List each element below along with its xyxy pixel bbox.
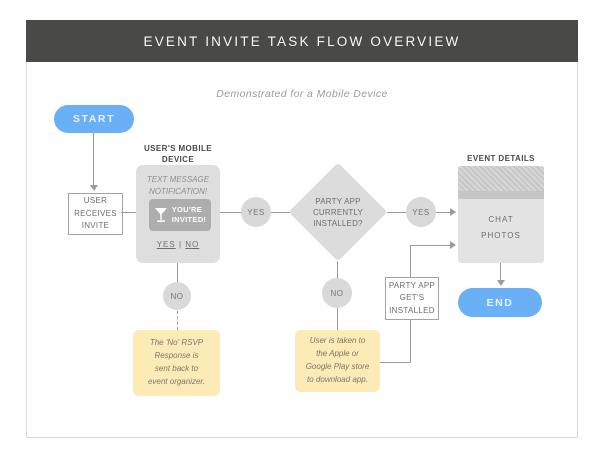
connector-start-to-invite xyxy=(93,133,94,186)
no-circle-right-label: NO xyxy=(330,288,344,298)
no-choice: NO xyxy=(185,240,200,249)
yes-circle-right: YES xyxy=(406,197,436,227)
yes-no-choice-row: YES | NO xyxy=(136,240,220,249)
yes-circle-left: YES xyxy=(241,197,271,227)
text-message-notification-label: TEXT MESSAGE NOTIFICATION! xyxy=(146,175,210,196)
connector-yes-to-event xyxy=(436,212,451,213)
party-app-installed-node: PARTY APP GET'S INSTALLED xyxy=(385,277,439,320)
chat-item: CHAT xyxy=(488,215,514,224)
arrowhead-yes-to-event xyxy=(450,208,456,216)
yes-choice: YES xyxy=(156,240,176,249)
yes-circle-right-label: YES xyxy=(412,207,430,217)
connector-invite-to-phone xyxy=(121,212,136,213)
title-bar: EVENT INVITE TASK FLOW OVERVIEW xyxy=(26,20,578,62)
choice-separator: | xyxy=(178,240,183,249)
end-node: END xyxy=(458,288,542,317)
party-app-question-label: PARTY APP CURRENTLY INSTALLED? xyxy=(312,197,364,229)
no-circle-left: NO xyxy=(163,282,191,310)
event-details-screen: CHAT PHOTOS xyxy=(458,166,544,263)
subtitle: Demonstrated for a Mobile Device xyxy=(216,88,388,100)
header-bar-placeholder xyxy=(458,191,544,199)
connector-phone-to-no xyxy=(177,263,178,282)
event-details-label: EVENT DETAILS xyxy=(467,154,535,163)
page-title: EVENT INVITE TASK FLOW OVERVIEW xyxy=(143,33,461,49)
no-circle-right: NO xyxy=(322,278,352,308)
connector-diamond-to-yes xyxy=(387,212,406,213)
arrowhead-install-to-event xyxy=(450,241,456,249)
connector-install-to-event-h xyxy=(410,245,450,246)
connector-no-to-store-note xyxy=(337,308,338,330)
connector-note-to-install-v xyxy=(410,318,411,363)
image-placeholder-hatch xyxy=(458,166,544,191)
party-app-installed-label: PARTY APP GET'S INSTALLED xyxy=(388,280,436,315)
photos-item: PHOTOS xyxy=(481,231,521,240)
connector-note-to-install-h xyxy=(380,362,411,363)
user-receives-invite-label: USER RECEIVES INVITE xyxy=(74,196,117,231)
no-circle-left-label: NO xyxy=(170,291,184,301)
connector-event-to-end xyxy=(500,263,501,281)
end-label: END xyxy=(486,296,514,309)
app-store-note-text: User is taken to the Apple or Google Pla… xyxy=(305,336,370,384)
rsvp-response-note: The 'No' RSVP Response is sent back to e… xyxy=(133,330,220,396)
app-store-note: User is taken to the Apple or Google Pla… xyxy=(295,330,380,392)
user-receives-invite-node: USER RECEIVES INVITE xyxy=(68,193,123,235)
youre-invited-label: YOU'RE INVITED! xyxy=(171,204,207,225)
yes-circle-left-label: YES xyxy=(247,207,265,217)
connector-yes-to-diamond xyxy=(271,212,290,213)
connector-phone-to-yes xyxy=(220,212,241,213)
dashed-connector-no-to-rsvp-note xyxy=(177,311,178,330)
start-label: START xyxy=(72,113,116,125)
connector-install-to-event-v xyxy=(410,245,411,277)
arrowhead-start-to-invite xyxy=(90,185,98,191)
invite-notification-banner: YOU'RE INVITED! xyxy=(149,199,211,231)
connector-diamond-to-no xyxy=(337,261,338,278)
arrowhead-event-to-end xyxy=(497,280,505,286)
start-node: START xyxy=(54,105,134,133)
users-mobile-device-label: USER'S MOBILE DEVICE xyxy=(144,144,212,165)
martini-glass-icon xyxy=(154,208,167,222)
rsvp-response-note-text: The 'No' RSVP Response is sent back to e… xyxy=(147,338,206,386)
